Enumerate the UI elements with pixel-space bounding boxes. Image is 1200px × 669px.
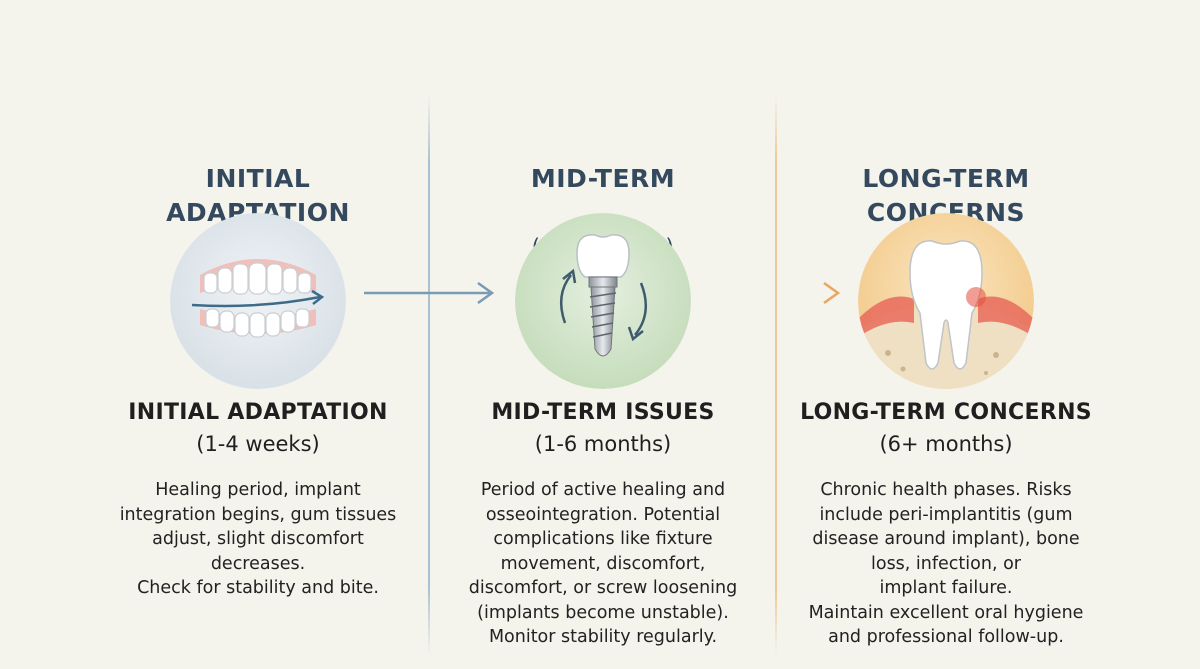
description-line: osseointegration. Potential [485, 504, 721, 525]
description-line: and professional follow-up. [828, 627, 1064, 647]
phase-description: Healing period, implant integration begi… [58, 478, 458, 601]
phase-title: MID-TERM ISSUES [491, 400, 715, 425]
dental-implant-icon [515, 213, 691, 389]
description-line: include peri-implantitis (gum [819, 504, 1073, 525]
phase-heading-text: MID-TERM [530, 164, 676, 193]
phase-title: LONG-TERM CONCERNS [800, 400, 1092, 425]
description-line: disease around implant), bone [812, 529, 1080, 549]
dentures-icon [170, 213, 346, 389]
phase-period: (1-4 weeks) [196, 432, 320, 456]
description-line: Chronic health phases. Risks [820, 480, 1072, 500]
description-line: adjust, slight discomfort [152, 529, 364, 549]
description-line: Monitor stability regularly. [488, 627, 718, 647]
description-line: implant failure. [879, 578, 1013, 598]
phase-heading: LONG-TERM CONCERNS [746, 128, 1146, 230]
inflamed-tooth-icon [858, 213, 1034, 389]
description-line: movement, discomfort, [500, 553, 706, 574]
description-line: integration begins, gum tissues [119, 504, 397, 525]
description-line: Healing period, implant [155, 480, 361, 500]
phase-description: Chronic health phases. Risks include per… [746, 478, 1146, 650]
description-line: discomfort, or screw loosening [468, 578, 738, 598]
description-line: Maintain excellent oral hygiene [808, 602, 1084, 623]
phase-title: INITIAL ADAPTATION [128, 400, 388, 425]
arrow-right-icon [710, 281, 841, 305]
description-line: Period of active healing and [480, 480, 726, 500]
description-line: loss, infection, or [871, 553, 1021, 574]
description-line: decreases. [210, 553, 306, 574]
phase-description: Period of active healing and osseointegr… [403, 478, 803, 650]
phase-period: (6+ months) [879, 432, 1013, 456]
column-divider-left [428, 95, 430, 655]
phase-period: (1-6 months) [534, 432, 672, 456]
column-divider-right [775, 95, 777, 655]
phase-heading-text: LONG-TERM CONCERNS [862, 164, 1030, 227]
description-line: complications like fixture [493, 529, 713, 549]
description-line: (implants become unstable). [477, 602, 729, 623]
description-line: Check for stability and bite. [137, 578, 379, 598]
arrow-right-icon [364, 281, 495, 305]
